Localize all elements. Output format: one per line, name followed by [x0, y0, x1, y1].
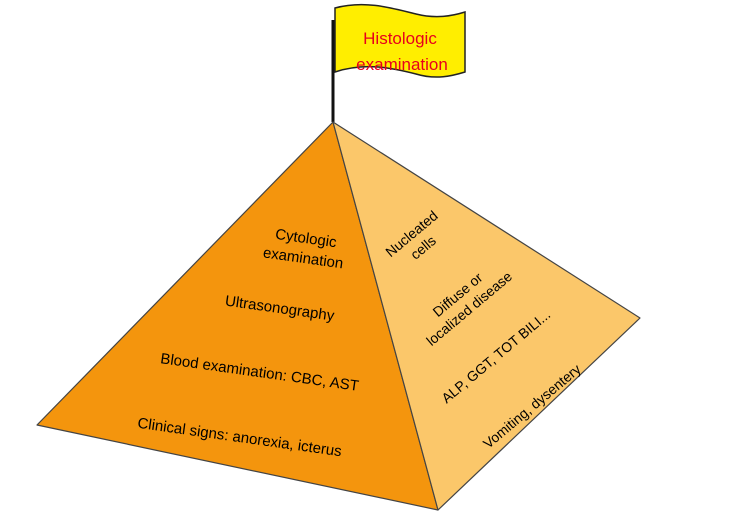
- flag-title-line2: examination: [356, 55, 448, 74]
- flag-title-line1: Histologic: [363, 29, 437, 48]
- flag: [334, 3, 466, 78]
- pyramid-right-face: [332, 121, 641, 511]
